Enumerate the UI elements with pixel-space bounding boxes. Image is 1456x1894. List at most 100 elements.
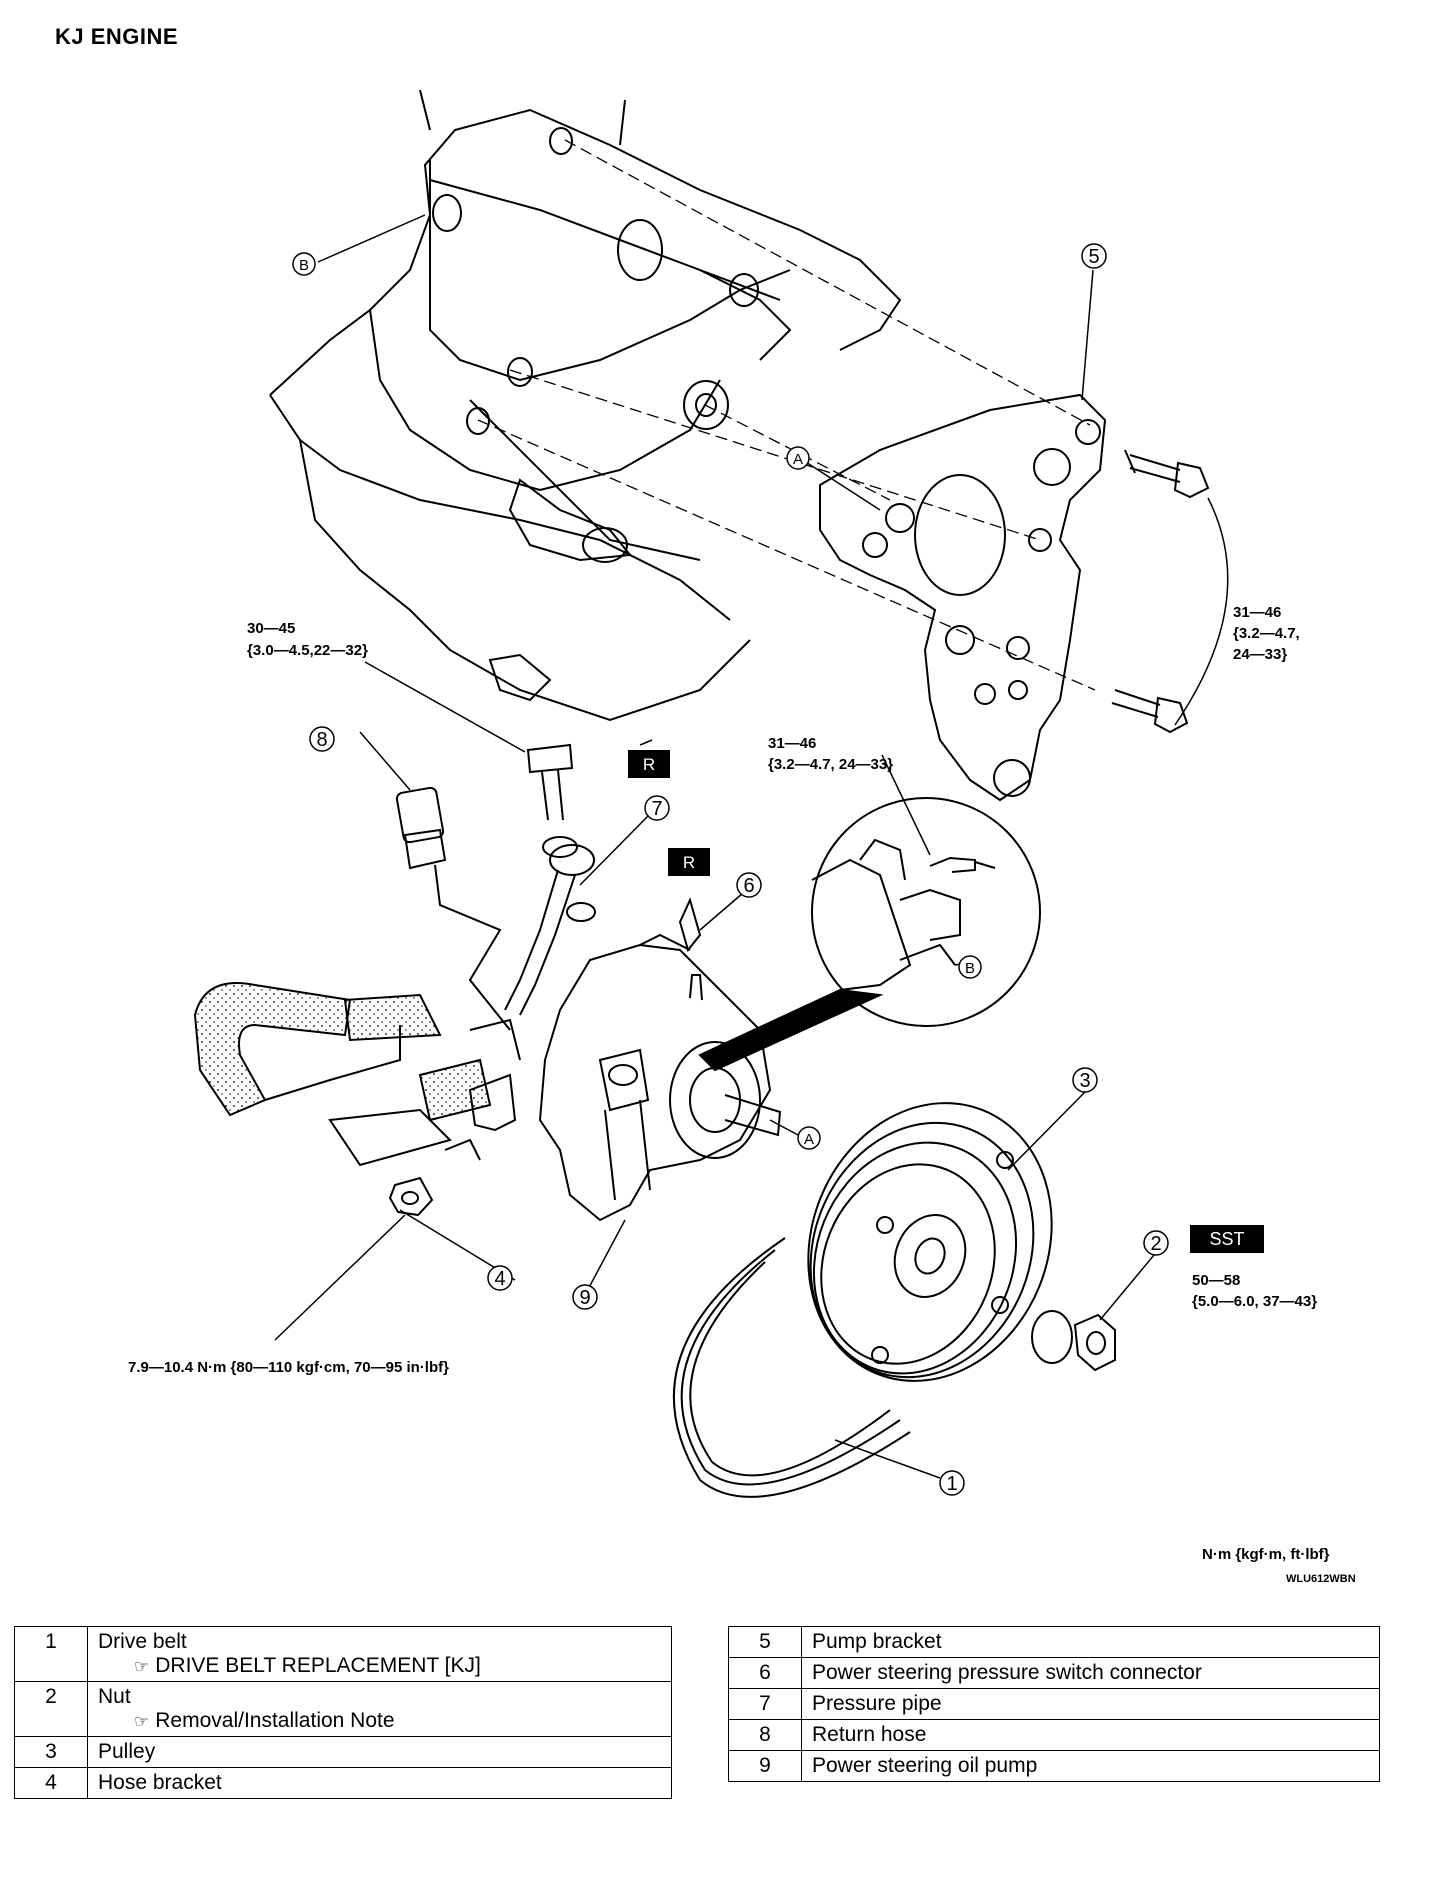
part-cell: Drive belt ☞DRIVE BELT REPLACEMENT [KJ]: [87, 1626, 672, 1682]
part-number: 6: [728, 1657, 802, 1689]
callout-5: [1081, 243, 1107, 269]
pulley: [807, 1102, 1053, 1382]
callout-b-upper-text: B: [299, 257, 309, 274]
callout-8: [309, 726, 335, 752]
pulley-nut: [1073, 1313, 1116, 1372]
callout-1: [939, 1470, 965, 1496]
torque-7-9: 7.9—10.4 N·m {80—110 kgf·cm, 70—95 in·lb…: [128, 1359, 449, 1376]
table-row: 6 Power steering pressure switch connect…: [728, 1657, 1380, 1689]
table-row: 1 Drive belt ☞DRIVE BELT REPLACEMENT [KJ…: [14, 1626, 672, 1682]
drive-belt: [672, 1237, 911, 1498]
parts-table-left: 1 Drive belt ☞DRIVE BELT REPLACEMENT [KJ…: [14, 1626, 672, 1799]
reference-icon: ☞: [134, 1657, 150, 1676]
part-number: 4: [14, 1767, 88, 1799]
svg-text:24—33}: 24—33}: [1233, 646, 1287, 663]
bracket-bolt-lower: [1111, 689, 1189, 734]
part-name: Hose bracket: [87, 1767, 672, 1799]
engine-block: [269, 89, 902, 722]
svg-text:{5.0—6.0, 37—43}: {5.0—6.0, 37—43}: [1192, 1293, 1317, 1310]
svg-text:31—46: 31—46: [768, 735, 816, 752]
power-steering-pump: [538, 933, 782, 1222]
svg-text:{3.2—4.7, 24—33}: {3.2—4.7, 24—33}: [768, 756, 893, 773]
callout-9: [572, 1284, 598, 1310]
callout-2-text: 2: [1150, 1233, 1161, 1255]
callout-3-text: 3: [1079, 1070, 1090, 1092]
table-row: 2 Nut ☞Removal/Installation Note: [14, 1681, 672, 1737]
replace-badge-1: R: [628, 750, 670, 778]
washer-upper: [542, 836, 578, 858]
callout-6: [736, 872, 762, 898]
pump-bracket: [819, 393, 1107, 802]
callout-5-text: 5: [1088, 246, 1099, 268]
exploded-diagram: 1 2 3 4 5 6 7 8 9 B A B A R R SST 30—45 …: [128, 89, 1317, 1498]
part-number: 5: [728, 1626, 802, 1658]
bracket-bolt-upper: [1124, 449, 1210, 499]
detail-circle: [811, 797, 1041, 1027]
callout-6-text: 6: [743, 875, 754, 897]
svg-text:50—58: 50—58: [1192, 1272, 1240, 1289]
parts-table-right: 5 Pump bracket 6 Power steering pressure…: [728, 1626, 1380, 1782]
svg-text:{3.0—4.5,22—32}: {3.0—4.5,22—32}: [247, 642, 368, 659]
washer-lower: [566, 902, 596, 922]
callout-7-text: 7: [651, 798, 662, 820]
table-row: 3 Pulley: [14, 1736, 672, 1768]
part-name: Drive belt: [98, 1630, 187, 1653]
callout-a-pump: [797, 1126, 821, 1150]
part-number: 2: [14, 1681, 88, 1737]
detail-pointer: [698, 988, 884, 1072]
callout-3: [1072, 1067, 1098, 1093]
part-cell: Nut ☞Removal/Installation Note: [87, 1681, 672, 1737]
part-name: Power steering pressure switch connector: [801, 1657, 1380, 1689]
figure-code: WLU612WBN: [1286, 1573, 1356, 1585]
replace-badge-2: R: [668, 848, 710, 876]
torque-30-45: 30—45 {3.0—4.5,22—32}: [247, 620, 368, 659]
svg-text:{3.2—4.7,: {3.2—4.7,: [1233, 625, 1300, 642]
return-hose: [395, 786, 511, 1031]
table-row: 4 Hose bracket: [14, 1767, 672, 1799]
pressure-pipe: [504, 844, 595, 1016]
alignment-lines: [477, 139, 1096, 691]
callout-b-upper: [292, 252, 316, 276]
part-name: Pump bracket: [801, 1626, 1380, 1658]
sst-badge: SST: [1190, 1225, 1264, 1253]
torque-50-58: 50—58 {5.0—6.0, 37—43}: [1192, 1272, 1317, 1310]
part-name: Nut: [98, 1685, 131, 1708]
svg-text:R: R: [683, 853, 695, 872]
callout-7: [644, 795, 670, 821]
callout-9-text: 9: [579, 1287, 590, 1309]
table-row: 9 Power steering oil pump: [728, 1750, 1380, 1782]
page-title: KJ ENGINE: [55, 24, 179, 49]
svg-text:30—45: 30—45: [247, 620, 295, 637]
part-name: Pulley: [87, 1736, 672, 1768]
svg-text:31—46: 31—46: [1233, 604, 1281, 621]
torque-31-46-upper: 31—46 {3.2—4.7, 24—33}: [1233, 604, 1300, 663]
part-number: 1: [14, 1626, 88, 1682]
table-row: 7 Pressure pipe: [728, 1688, 1380, 1720]
callout-8-text: 8: [316, 729, 327, 751]
hose-bracket-nut: [388, 1176, 434, 1217]
part-reference-link[interactable]: ☞Removal/Installation Note: [134, 1709, 395, 1732]
hose-bracket: [444, 1073, 517, 1161]
units-label: N·m {kgf·m, ft·lbf}: [1202, 1546, 1330, 1563]
hose-assembly: [193, 982, 521, 1167]
callout-a-upper: [786, 446, 810, 470]
callout-a-upper-text: A: [793, 451, 803, 468]
part-number: 9: [728, 1750, 802, 1782]
svg-text:R: R: [643, 755, 655, 774]
callout-b-detail: [958, 955, 982, 979]
table-row: 8 Return hose: [728, 1719, 1380, 1751]
reference-icon: ☞: [134, 1712, 150, 1731]
table-row: 5 Pump bracket: [728, 1626, 1380, 1658]
torque-31-46-detail: 31—46 {3.2—4.7, 24—33}: [768, 735, 893, 773]
pulley-washer: [1031, 1310, 1073, 1364]
callout-a-pump-text: A: [804, 1131, 814, 1148]
part-number: 8: [728, 1719, 802, 1751]
callout-b-detail-text: B: [965, 960, 975, 977]
callout-4: [487, 1265, 513, 1291]
part-number: 7: [728, 1688, 802, 1720]
part-reference-link[interactable]: ☞DRIVE BELT REPLACEMENT [KJ]: [134, 1654, 481, 1677]
callout-4-text: 4: [494, 1268, 505, 1290]
callout-2: [1143, 1230, 1169, 1256]
callout-1-text: 1: [946, 1473, 957, 1495]
part-name: Return hose: [801, 1719, 1380, 1751]
